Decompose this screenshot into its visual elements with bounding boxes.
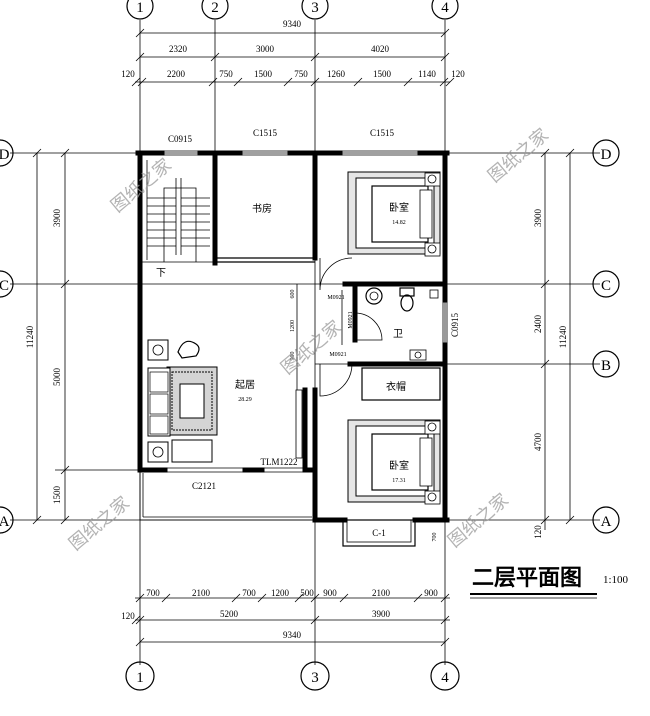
dim-bottom-row2-1: 5200 (220, 609, 239, 619)
title-block: 二层平面图 1:100 (470, 566, 629, 599)
dim-top-total: 9340 (283, 19, 302, 29)
axis-label-left-c: C (0, 278, 9, 294)
dim-right-4: 120 (533, 525, 543, 539)
dim-top-row2-6: 1500 (373, 69, 392, 79)
dim-bottom-row1-3: 1200 (271, 588, 290, 598)
dim-right-3: 4700 (533, 433, 543, 452)
label-window-c1515-b: C1515 (370, 128, 395, 138)
axis-label-right-a: A (601, 514, 612, 530)
dim-left-1: 3900 (52, 209, 62, 228)
label-window-c2121: C2121 (192, 481, 216, 491)
dim-top-row2-7: 1140 (418, 69, 436, 79)
bottom-dimensions: 700 2100 700 1200 500 900 2100 900 120 5… (121, 588, 450, 647)
dim-right-total: 11240 (558, 325, 568, 348)
room-living: 起居 (235, 379, 255, 391)
axis-label-left-d: D (0, 147, 10, 163)
living-furniture (147, 339, 303, 463)
doors (319, 257, 383, 397)
drawing-scale: 1:100 (603, 574, 629, 586)
top-dimensions: 9340 2320 3000 4020 120 2200 750 1500 75… (121, 19, 465, 87)
room-bedroom-1-area: 14.82 (392, 220, 406, 226)
dim-bottom-row2-0: 120 (121, 611, 135, 621)
dim-bottom-row1-2: 700 (242, 588, 256, 598)
watermark-3: 图纸之家 (277, 317, 346, 379)
dim-right-2: 2400 (533, 315, 543, 334)
room-closet: 衣帽 (386, 380, 406, 393)
dim-left-3: 1500 (52, 486, 62, 505)
dim-top-row2-2: 750 (219, 69, 233, 79)
dim-right-1: 3900 (533, 209, 543, 228)
axis-label-right-c: C (601, 278, 611, 294)
right-dimensions: 3900 2400 4700 120 11240 (533, 148, 575, 539)
dim-bottom-total: 9340 (283, 630, 302, 640)
dim-bottom-row2-2: 3900 (372, 609, 391, 619)
label-window-c1515-a: C1515 (253, 128, 278, 138)
label-door-m0921-a: M0921 (327, 295, 344, 301)
axis-label-left-a: A (0, 514, 10, 530)
dim-bottom-row1-4: 500 (300, 588, 314, 598)
walls (135, 150, 450, 547)
axis-label-bottom-3: 3 (311, 670, 319, 686)
axis-bubbles: 1 2 3 4 1 3 4 D C A D C B A (0, 0, 620, 691)
label-door-tlm1222: TLM1222 (261, 457, 298, 467)
dim-top-row2-4: 750 (294, 69, 308, 79)
room-living-area: 28.29 (238, 397, 252, 403)
room-bedroom-2: 卧室 (389, 459, 409, 472)
left-dimensions: 11240 3900 5000 1500 (25, 148, 140, 525)
dim-top-row2-0: 120 (121, 69, 135, 79)
watermark-4: 图纸之家 (65, 493, 134, 555)
axis-label-top-4: 4 (441, 0, 449, 16)
drawing-title: 二层平面图 (472, 566, 582, 591)
label-door-m0921-b: M0921 (348, 311, 354, 328)
bed-bottom (347, 419, 441, 505)
dim-bottom-row1-0: 700 (146, 588, 160, 598)
dim-interior-1200: 1200 (290, 320, 296, 332)
dim-left-2: 5000 (52, 368, 62, 387)
label-window-side-c0915: C0915 (450, 313, 460, 338)
dim-top-row2-8: 120 (451, 69, 465, 79)
axis-label-right-d: D (601, 147, 612, 163)
dim-left-total: 11240 (25, 325, 35, 348)
bath-fixtures (365, 287, 439, 361)
dim-bottom-row1-5: 900 (323, 588, 337, 598)
bed-top (347, 171, 441, 257)
axis-label-top-1: 1 (136, 0, 144, 16)
axis-label-top-2: 2 (211, 0, 219, 16)
dim-top-3: 4020 (371, 44, 390, 54)
opening-labels: C0915 C1515 C1515 C2121 TLM1222 M0921 M0… (168, 128, 460, 538)
dim-bottom-row1-1: 2100 (192, 588, 211, 598)
axis-label-top-3: 3 (311, 0, 319, 16)
interior-dims: 600 1200 900 700 (290, 284, 438, 542)
dim-top-2: 3000 (256, 44, 275, 54)
dim-interior-700: 700 (432, 533, 438, 542)
stairs (140, 160, 215, 263)
dim-top-1: 2320 (169, 44, 188, 54)
label-door-m0921-c: M0921 (329, 352, 346, 358)
dim-top-row2-3: 1500 (254, 69, 273, 79)
room-labels: 书房 卧室 14.82 卫 衣帽 起居 28.29 卧室 17.31 下 (156, 201, 409, 484)
dim-interior-900: 900 (290, 352, 296, 361)
dim-bottom-row1-6: 2100 (372, 588, 391, 598)
label-window-c0915: C0915 (168, 134, 193, 144)
room-study: 书房 (252, 202, 272, 215)
dim-bottom-row1-7: 900 (424, 588, 438, 598)
stair-down-label: 下 (156, 268, 166, 279)
dim-top-row2-5: 1260 (327, 69, 346, 79)
watermark-5: 图纸之家 (444, 490, 513, 552)
label-balcony-c1: C-1 (372, 528, 386, 538)
axis-label-bottom-4: 4 (441, 670, 449, 686)
room-bedroom-2-area: 17.31 (392, 478, 406, 484)
room-bathroom: 卫 (393, 329, 403, 340)
axis-label-right-b: B (601, 358, 611, 374)
room-bedroom-1: 卧室 (389, 201, 409, 214)
dim-top-row2-1: 2200 (167, 69, 186, 79)
dim-interior-600: 600 (290, 290, 296, 299)
axis-label-bottom-1: 1 (136, 670, 144, 686)
